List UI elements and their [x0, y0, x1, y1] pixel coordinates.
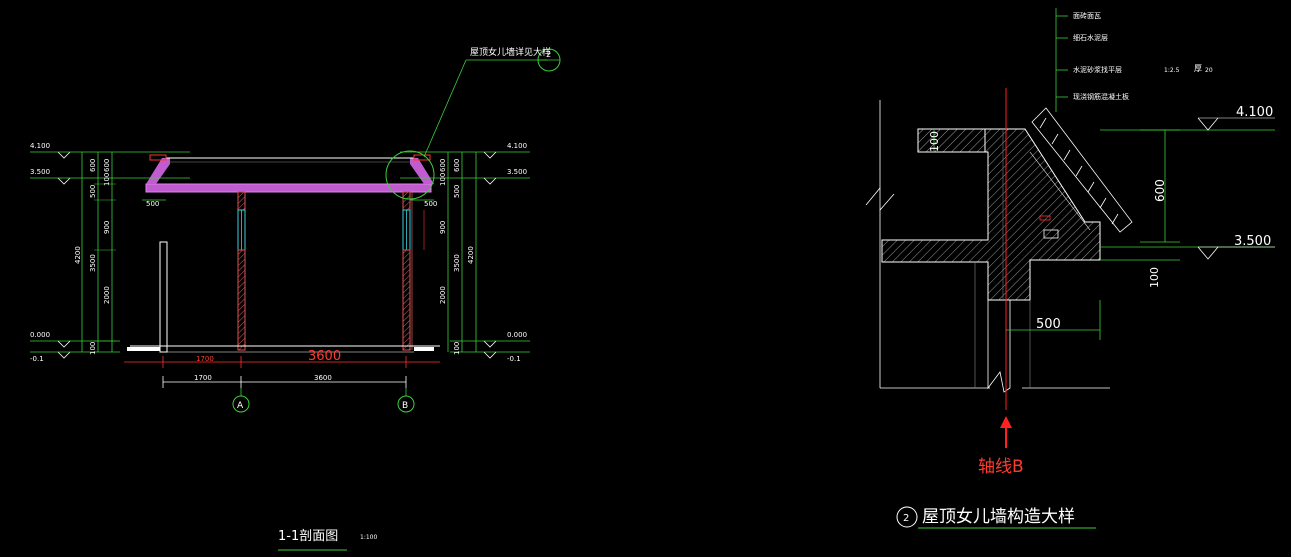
section-scale: 1:100 — [360, 534, 377, 541]
left-dim-600b: 600 — [103, 159, 111, 172]
axis-b-annotation: 轴线B — [978, 457, 1024, 477]
right-dim-100b: 100 — [453, 342, 461, 355]
detail-callout: 屋顶女儿墙详见大样 2 — [385, 46, 561, 200]
dim-100-bottom: 100 — [1148, 267, 1161, 288]
outline-lines — [865, 100, 1110, 393]
right-dimensions: 600 500 100 600 900 2000 3500 4200 100 — [439, 152, 477, 355]
left-dim-500: 500 — [89, 185, 97, 198]
detail-title: 2 屋顶女儿墙构造大样 — [896, 506, 1096, 529]
left-elev-0000: 0.000 — [30, 331, 50, 339]
axis-markers: A B — [232, 388, 415, 413]
callout-ref: 2 — [546, 50, 551, 59]
right-dim-500: 500 — [453, 185, 461, 198]
overhang-dimensions: 500 500 — [142, 199, 437, 250]
section-title: 1-1剖面图 1:100 — [278, 529, 377, 551]
detail-title-ref: 2 — [903, 513, 909, 524]
axis-a-label: A — [237, 401, 244, 411]
right-dim-2000: 2000 — [439, 286, 447, 304]
right-dim-900: 900 — [439, 221, 447, 234]
walls — [159, 191, 413, 353]
layer-thick-value: 20 — [1205, 67, 1213, 74]
detail-elev-3500: 3.500 — [1234, 234, 1271, 249]
left-dim-3500: 3500 — [89, 254, 97, 272]
left-dim-4200: 4200 — [74, 246, 82, 264]
right-dim-600a: 600 — [453, 159, 461, 172]
detail-title-text: 屋顶女儿墙构造大样 — [922, 507, 1075, 527]
roof-tiles — [1029, 107, 1133, 233]
axis-b-label: B — [402, 401, 408, 411]
layer-1: 面砖面瓦 — [1073, 11, 1101, 20]
right-elev-0000: 0.000 — [507, 331, 527, 339]
span-red-3600: 3600 — [308, 349, 341, 364]
span-bottom-1700: 1700 — [194, 374, 212, 382]
right-dim-100: 100 — [439, 173, 447, 186]
right-dim-600b: 600 — [439, 159, 447, 172]
left-dim-2000: 2000 — [103, 286, 111, 304]
right-elev-4100: 4.100 — [507, 142, 527, 150]
detail-elev-4100: 4.100 — [1236, 105, 1273, 120]
section-title-text: 1-1剖面图 — [278, 529, 338, 544]
left-dim-100: 100 — [103, 173, 111, 186]
left-dim-900: 900 — [103, 221, 111, 234]
left-dim-600a: 600 — [89, 159, 97, 172]
roof-slab — [140, 154, 434, 193]
overhang-right-500: 500 — [424, 200, 437, 208]
overhang-left-500: 500 — [146, 200, 159, 208]
dim-600: 600 — [1153, 179, 1167, 202]
left-elev-4100: 4.100 — [30, 142, 50, 150]
left-elev-minus: -0.1 — [30, 355, 44, 363]
ground-line — [127, 345, 440, 353]
left-dimensions: 600 500 100 600 900 2000 3500 4200 100 — [74, 152, 116, 355]
left-elev-3500: 3.500 — [30, 168, 50, 176]
right-elevations: 4.100 3.500 0.000 -0.1 — [400, 142, 530, 363]
right-dim-4200: 4200 — [467, 246, 475, 264]
layer-4: 现浇钢筋混凝土板 — [1073, 92, 1129, 101]
right-dim-3500: 3500 — [453, 254, 461, 272]
span-inner-1700: 1700 — [196, 355, 214, 363]
detail-dimensions: 100 600 4.100 3.500 100 500 — [928, 105, 1275, 340]
dim-500: 500 — [1036, 317, 1061, 332]
callout-text: 屋顶女儿墙详见大样 — [470, 46, 551, 58]
span-dimensions: 1700 3600 1700 3600 — [124, 349, 440, 388]
layer-ratio: 1:2.5 — [1164, 67, 1180, 74]
layer-3: 水泥砂浆找平层 — [1073, 65, 1122, 74]
dim-100-top: 100 — [928, 131, 941, 152]
layer-notes: 面砖面瓦 细石水泥层 水泥砂浆找平层 1:2.5 厚 20 现浇钢筋混凝土板 — [1055, 8, 1213, 112]
layer-2: 细石水泥层 — [1073, 33, 1108, 42]
parapet-detail-drawing: 面砖面瓦 细石水泥层 水泥砂浆找平层 1:2.5 厚 20 现浇钢筋混凝土板 — [865, 8, 1275, 529]
right-elev-minus: -0.1 — [507, 355, 521, 363]
left-dim-100b: 100 — [89, 342, 97, 355]
section-1-1-drawing: 4.100 3.500 0.000 -0.1 600 500 100 600 9… — [30, 46, 561, 551]
right-elev-3500: 3.500 — [507, 168, 527, 176]
left-elevations: 4.100 3.500 0.000 -0.1 — [30, 142, 190, 363]
axis-b-line: 轴线B — [978, 88, 1024, 477]
span-bottom-3600: 3600 — [314, 374, 332, 382]
layer-thick-label: 厚 — [1194, 64, 1202, 73]
